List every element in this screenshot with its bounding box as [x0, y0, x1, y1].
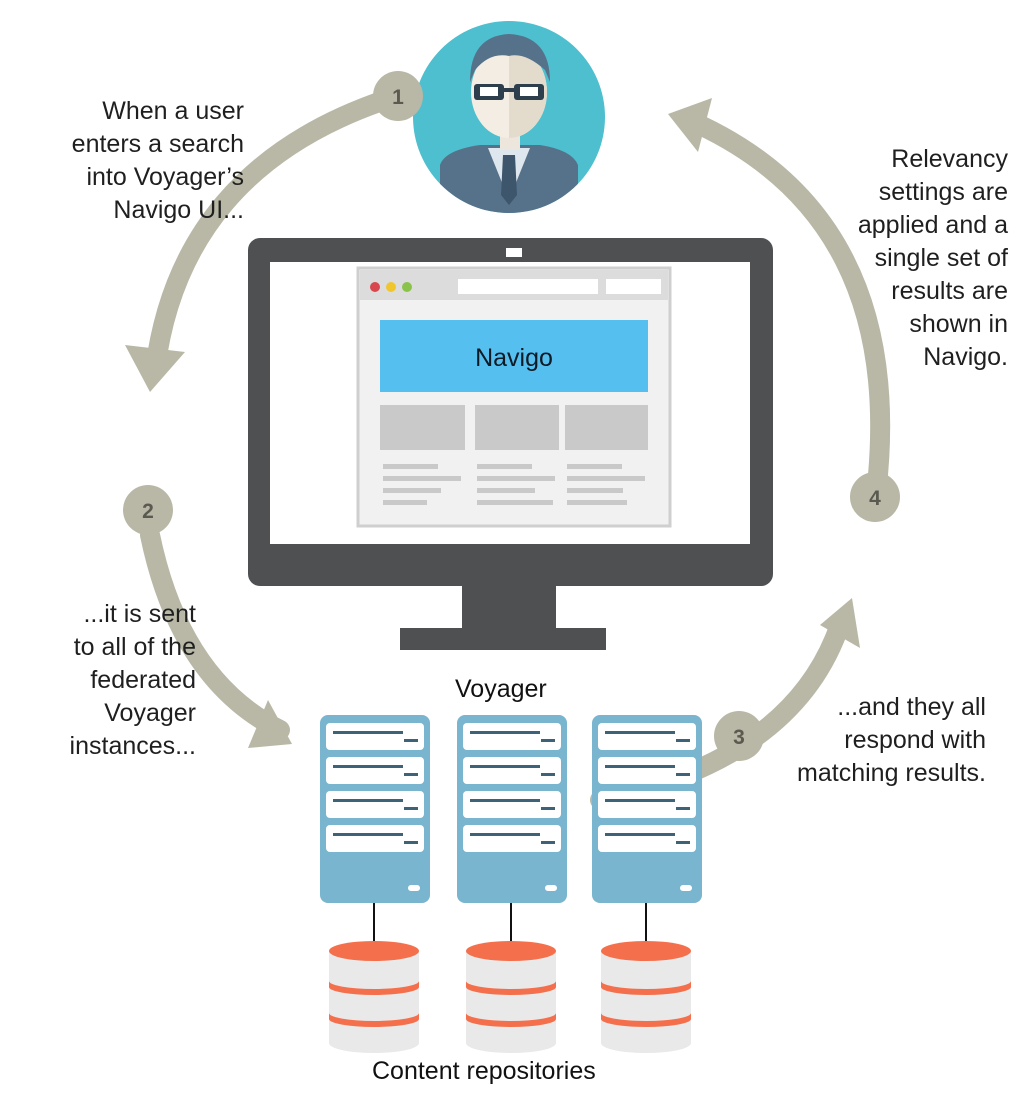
- voyager-label: Voyager: [455, 675, 547, 703]
- server-slot: [598, 757, 696, 784]
- db-bottom: [466, 1033, 556, 1053]
- browser-window: Navigo: [356, 266, 672, 528]
- server-led: [545, 885, 557, 891]
- server-slot-line: [676, 739, 690, 742]
- server-slot-line: [605, 765, 675, 768]
- db-body: [329, 951, 419, 1043]
- server-2: [457, 715, 567, 948]
- monitor: Navigo: [248, 238, 773, 650]
- db-band: [466, 1013, 556, 1027]
- db-bottom: [329, 1033, 419, 1053]
- server-slot-line: [333, 731, 403, 734]
- server-slot-line: [541, 739, 555, 742]
- svg-text:1: 1: [392, 86, 404, 109]
- step-badge-3: 3: [714, 711, 764, 761]
- db-top: [601, 941, 691, 961]
- server-slot-line: [470, 833, 540, 836]
- server-led: [408, 885, 420, 891]
- repository-3: [601, 941, 691, 1053]
- repository-2: [466, 941, 556, 1053]
- repository-group: [329, 941, 691, 1053]
- arrow-step-2: [140, 525, 292, 748]
- server-slot-line: [470, 731, 540, 734]
- db-body: [466, 951, 556, 1043]
- step-4-caption: Relevancy settings are applied and a sin…: [857, 145, 1008, 371]
- server-slot-line: [404, 807, 418, 810]
- arrow-step-1: [125, 90, 395, 392]
- server-slot-line: [605, 731, 675, 734]
- server-slot-line: [333, 833, 403, 836]
- step-badge-2: 2: [123, 485, 173, 535]
- server-slot-line: [605, 799, 675, 802]
- user-avatar: [413, 21, 605, 213]
- server-slot: [463, 723, 561, 750]
- svg-text:4: 4: [869, 487, 881, 510]
- db-band: [329, 1013, 419, 1027]
- server-slot: [326, 825, 424, 852]
- server-3: [592, 715, 702, 948]
- server-slot-line: [404, 739, 418, 742]
- content-repositories-label: Content repositories: [372, 1057, 596, 1085]
- server-slot-line: [333, 799, 403, 802]
- server-slot-line: [541, 773, 555, 776]
- step-badge-1: 1: [373, 71, 423, 121]
- db-top: [329, 941, 419, 961]
- server-slot-line: [676, 773, 690, 776]
- server-slot-line: [541, 841, 555, 844]
- server-slot-line: [676, 841, 690, 844]
- svg-text:2: 2: [142, 500, 154, 523]
- db-band: [466, 981, 556, 995]
- arrow-step-4: [668, 98, 891, 485]
- server-slot: [326, 757, 424, 784]
- server-slot-line: [605, 833, 675, 836]
- repository-1: [329, 941, 419, 1053]
- server-slot-line: [676, 807, 690, 810]
- step-3-caption: ...and they all respond with matching re…: [797, 693, 986, 787]
- db-band: [601, 1013, 691, 1027]
- server-slot-line: [470, 799, 540, 802]
- db-body: [601, 951, 691, 1043]
- server-1: [320, 715, 430, 948]
- server-slot-line: [333, 765, 403, 768]
- server-slot: [598, 825, 696, 852]
- server-slot: [326, 791, 424, 818]
- navigo-banner-text: Navigo: [475, 344, 553, 372]
- step-badge-4: 4: [850, 472, 900, 522]
- db-band: [601, 981, 691, 995]
- db-top: [466, 941, 556, 961]
- server-slot: [463, 791, 561, 818]
- svg-text:3: 3: [733, 726, 745, 749]
- server-group: [320, 715, 702, 948]
- server-slot: [463, 757, 561, 784]
- server-slot-line: [404, 841, 418, 844]
- db-bottom: [601, 1033, 691, 1053]
- server-slot-line: [404, 773, 418, 776]
- server-slot: [326, 723, 424, 750]
- step-2-caption: ...it is sent to all of the federated Vo…: [69, 600, 196, 760]
- server-led: [680, 885, 692, 891]
- server-slot: [463, 825, 561, 852]
- server-slot-line: [470, 765, 540, 768]
- server-slot: [598, 723, 696, 750]
- server-slot: [598, 791, 696, 818]
- step-1-caption: When a user enters a search into Voyager…: [71, 97, 244, 224]
- server-slot-line: [541, 807, 555, 810]
- db-band: [329, 981, 419, 995]
